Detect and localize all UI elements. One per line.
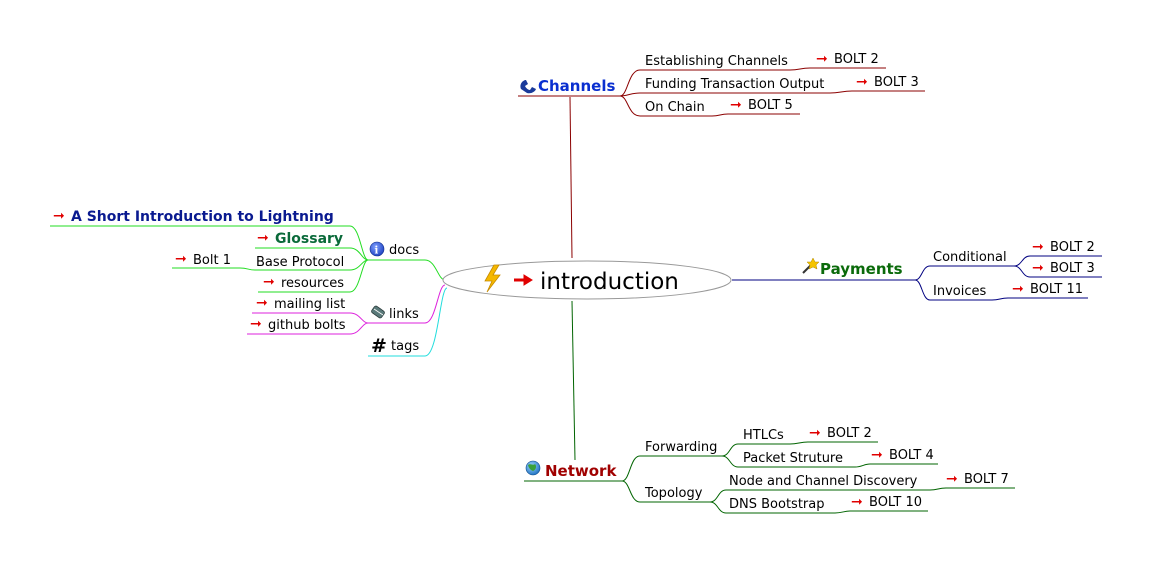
- branch-channels[interactable]: Channels: [520, 77, 615, 95]
- link-arrow-icon: ➞: [816, 51, 828, 67]
- connector-links-subtree: [247, 284, 446, 335]
- link-bolt11-invoices[interactable]: ➞ BOLT 11: [1012, 281, 1083, 297]
- link-bolt7-discovery[interactable]: ➞ BOLT 7: [946, 471, 1009, 487]
- connector-tags: [368, 287, 448, 357]
- resources-label: resources: [281, 276, 344, 291]
- payments-child-invoices[interactable]: Invoices: [933, 284, 986, 299]
- links-child-mailing-list[interactable]: ➞ mailing list: [256, 295, 345, 312]
- link-arrow-icon: ➞: [53, 208, 65, 224]
- link-arrow-icon: ➞: [257, 230, 269, 246]
- github-bolts-label: github bolts: [268, 318, 346, 333]
- channels-child-establishing[interactable]: Establishing Channels: [645, 54, 788, 69]
- branch-tags[interactable]: # tags: [371, 335, 419, 357]
- info-icon: i: [369, 241, 385, 257]
- link-bolt5-onchain[interactable]: ➞ BOLT 5: [730, 97, 793, 113]
- link-arrow-icon: ➞: [871, 447, 883, 463]
- payments-child-conditional[interactable]: Conditional: [933, 250, 1007, 265]
- link-label: BOLT 5: [748, 98, 793, 113]
- link-label: BOLT 11: [1030, 282, 1083, 297]
- tags-label: tags: [391, 339, 419, 354]
- branch-network[interactable]: Network: [525, 460, 617, 480]
- docs-label: docs: [389, 243, 419, 258]
- short-intro-label: A Short Introduction to Lightning: [71, 209, 334, 225]
- link-arrow-icon: ➞: [263, 274, 275, 290]
- link-arrow-icon: ➞: [175, 251, 187, 267]
- link-bolt10-dns[interactable]: ➞ BOLT 10: [851, 494, 922, 510]
- link-bolt1-base-protocol[interactable]: ➞ Bolt 1: [175, 251, 231, 268]
- forwarding-child-packet[interactable]: Packet Struture: [743, 451, 843, 466]
- topology-child-dns[interactable]: DNS Bootstrap: [729, 497, 824, 512]
- branch-docs[interactable]: i docs: [369, 241, 419, 258]
- branch-payments[interactable]: Payments: [802, 257, 903, 278]
- phone-icon: [520, 80, 536, 94]
- link-label: BOLT 4: [889, 448, 934, 463]
- links-label: links: [389, 307, 419, 322]
- link-arrow-icon: ➞: [946, 471, 958, 487]
- lightning-icon: [484, 264, 501, 293]
- link-arrow-icon: [514, 274, 533, 286]
- link-label: BOLT 7: [964, 472, 1009, 487]
- link-arrow-icon: ➞: [256, 295, 268, 311]
- link-arrow-icon: ➞: [730, 97, 742, 113]
- connector-root-network: [571, 300, 576, 461]
- channels-child-onchain[interactable]: On Chain: [645, 100, 705, 115]
- link-bolt4-packet[interactable]: ➞ BOLT 4: [871, 447, 934, 463]
- docs-child-glossary[interactable]: ➞ Glossary: [257, 230, 343, 247]
- link-label: BOLT 2: [834, 52, 879, 67]
- links-child-github-bolts[interactable]: ➞ github bolts: [250, 316, 346, 333]
- paperclip-icon: [371, 305, 385, 319]
- link-arrow-icon: ➞: [856, 74, 868, 90]
- docs-child-resources[interactable]: ➞ resources: [263, 274, 344, 291]
- docs-child-short-intro[interactable]: ➞ A Short Introduction to Lightning: [53, 208, 334, 225]
- topology-child-discovery[interactable]: Node and Channel Discovery: [729, 474, 918, 489]
- link-bolt2-establishing[interactable]: ➞ BOLT 2: [816, 51, 879, 67]
- link-label: BOLT 10: [869, 495, 922, 510]
- link-arrow-icon: ➞: [1032, 239, 1044, 255]
- network-child-topology[interactable]: Topology: [644, 486, 703, 501]
- payments-label: Payments: [820, 260, 903, 278]
- link-bolt2-htlcs[interactable]: ➞ BOLT 2: [809, 425, 872, 441]
- link-arrow-icon: ➞: [851, 494, 863, 510]
- link-arrow-icon: ➞: [1032, 260, 1044, 276]
- link-bolt2-conditional[interactable]: ➞ BOLT 2: [1032, 239, 1095, 255]
- root-label: introduction: [540, 269, 679, 295]
- connector-docs-subtree: [50, 225, 446, 293]
- docs-child-base-protocol[interactable]: Base Protocol: [256, 255, 344, 270]
- connector-root-channels: [569, 96, 573, 259]
- branch-links[interactable]: links: [371, 305, 419, 322]
- glossary-label: Glossary: [275, 231, 343, 247]
- connector-channels-subtree: [518, 67, 925, 117]
- svg-text:i: i: [375, 246, 379, 257]
- link-label: BOLT 3: [1050, 261, 1095, 276]
- network-label: Network: [545, 462, 617, 480]
- link-arrow-icon: ➞: [1012, 281, 1024, 297]
- network-child-forwarding[interactable]: Forwarding: [645, 440, 717, 455]
- hash-icon: #: [371, 335, 387, 357]
- link-label: BOLT 2: [827, 426, 872, 441]
- link-arrow-icon: ➞: [809, 425, 821, 441]
- link-label: BOLT 3: [874, 75, 919, 90]
- connector-network-subtree: [524, 441, 1015, 514]
- globe-icon: [525, 460, 541, 476]
- channels-label: Channels: [538, 77, 615, 95]
- root-node[interactable]: introduction: [442, 260, 732, 300]
- link-bolt3-funding[interactable]: ➞ BOLT 3: [856, 74, 919, 90]
- forwarding-child-htlcs[interactable]: HTLCs: [743, 428, 784, 443]
- channels-child-funding[interactable]: Funding Transaction Output: [645, 77, 824, 92]
- link-label: BOLT 2: [1050, 240, 1095, 255]
- mailing-list-label: mailing list: [274, 297, 345, 312]
- link-bolt3-conditional[interactable]: ➞ BOLT 3: [1032, 260, 1095, 276]
- connector-payments-subtree: [800, 255, 1102, 301]
- magic-wand-icon: [802, 257, 820, 274]
- link-label: Bolt 1: [193, 253, 231, 268]
- link-arrow-icon: ➞: [250, 316, 262, 332]
